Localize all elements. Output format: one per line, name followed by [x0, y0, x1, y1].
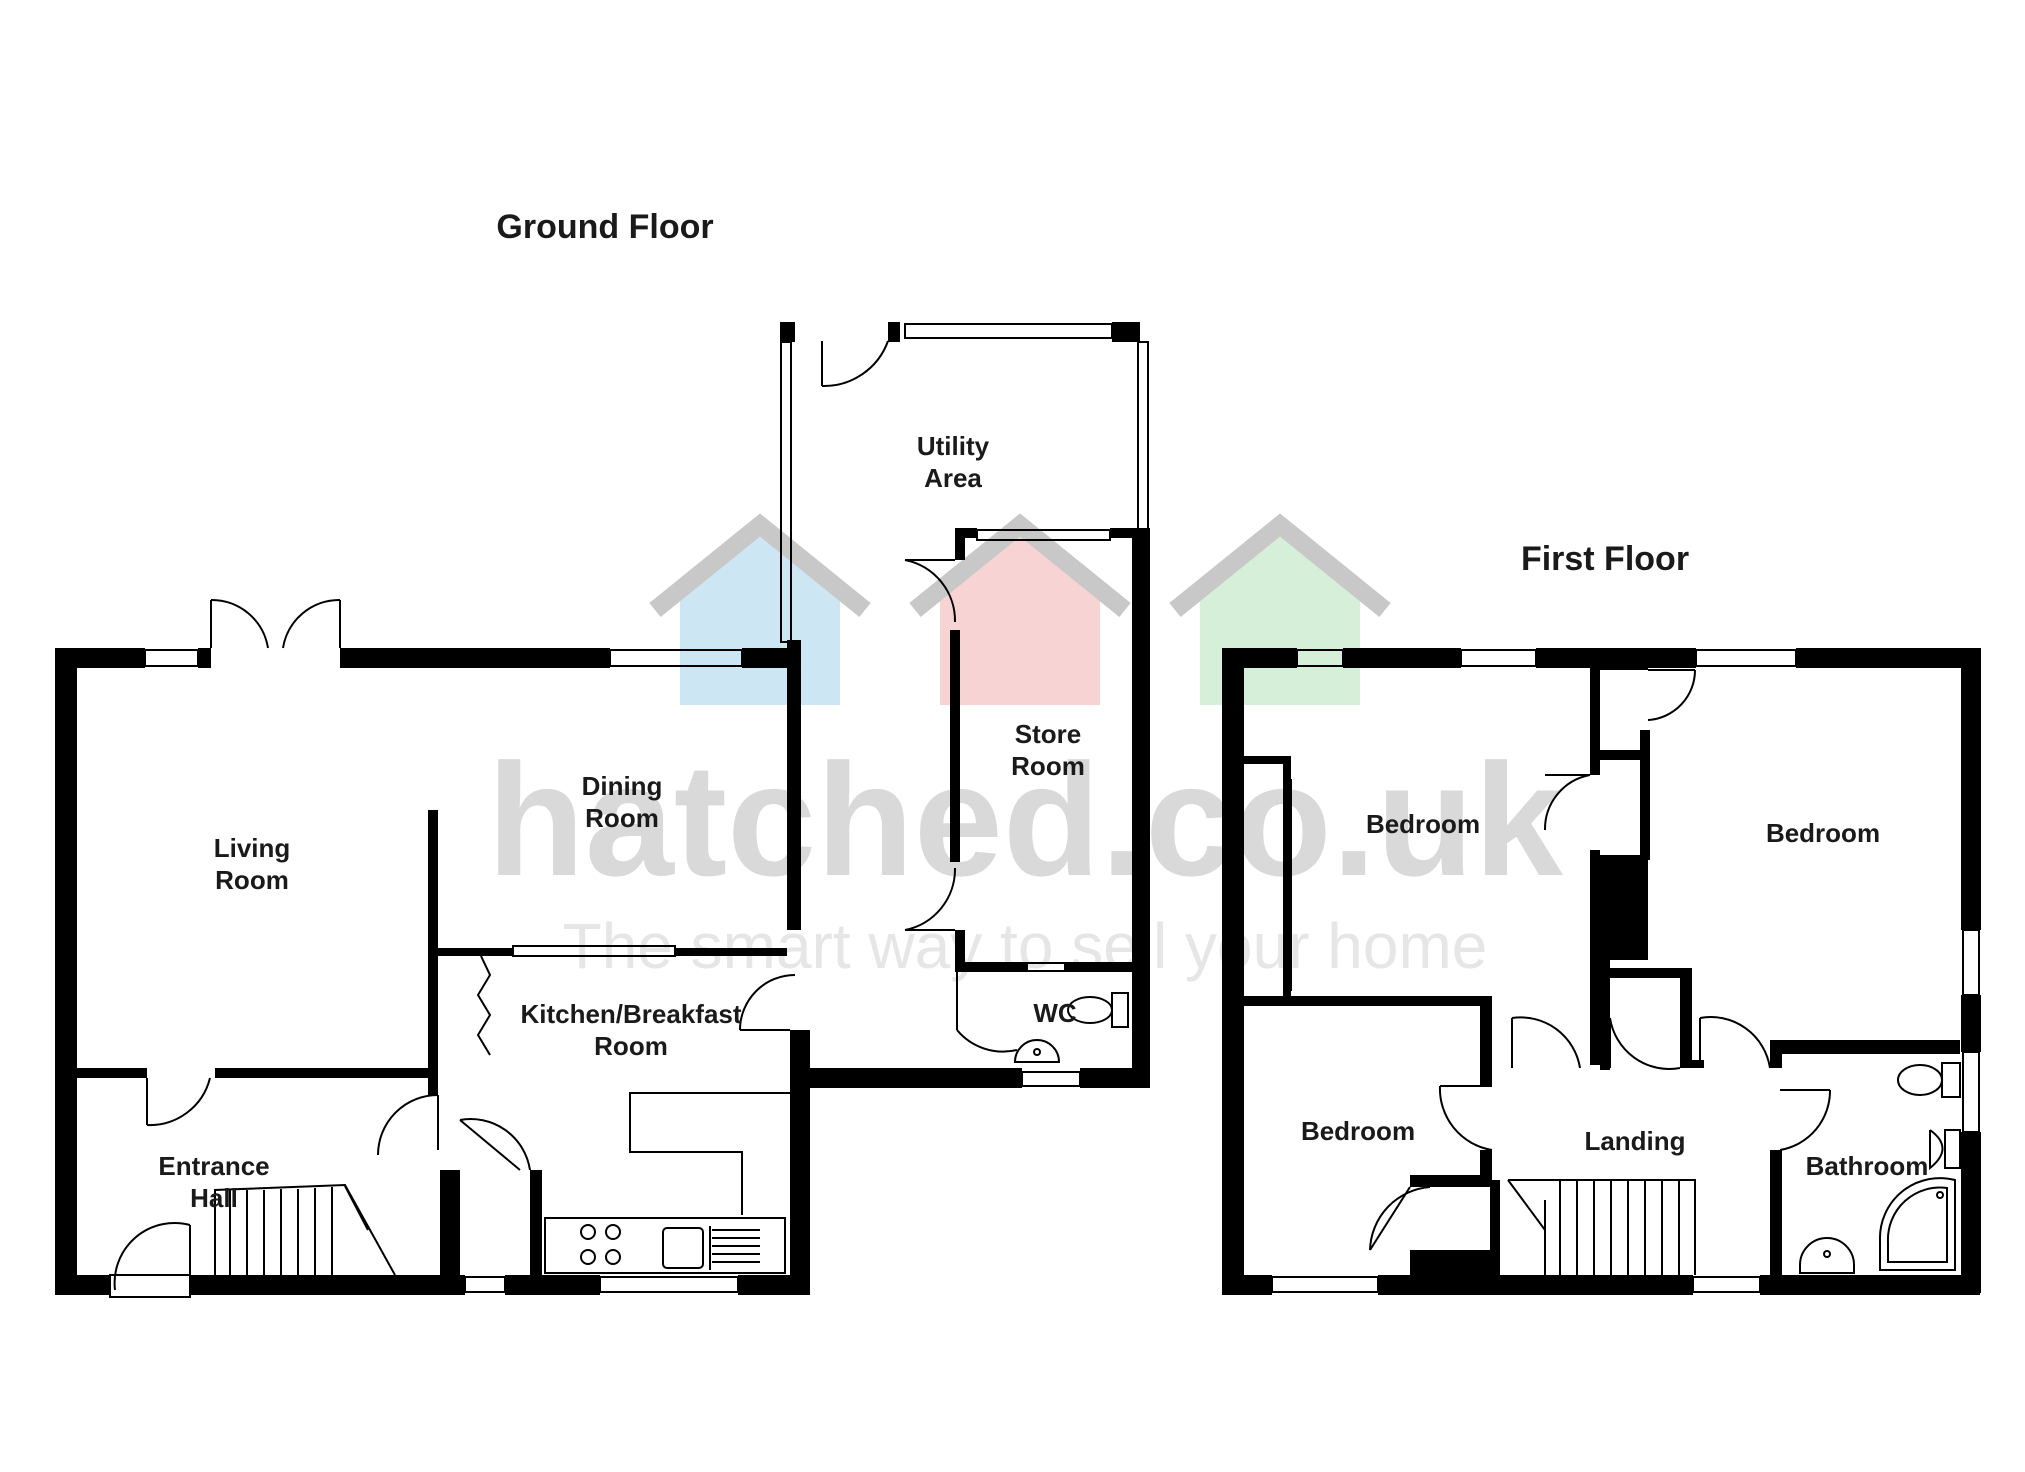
ground-floor-stairs: [214, 1183, 396, 1276]
basin-icon: [1929, 1129, 1961, 1171]
watermark-house-blue-icon: [649, 513, 871, 705]
ground-floor-windows: [144, 323, 1149, 1293]
room-label-entrance-2: Hall: [190, 1183, 238, 1213]
ground-floor-doors: [109, 340, 1018, 1298]
hob-icon: [580, 1224, 621, 1265]
bathroom-fittings: [1799, 1062, 1961, 1274]
room-label-living-1: Living: [214, 833, 291, 863]
watermark-house-red-icon: [909, 513, 1131, 705]
watermark-logo-text: hatched.co.uk: [487, 730, 1564, 909]
kitchen-fittings: [544, 992, 1129, 1274]
basin-icon: [1013, 1039, 1061, 1063]
shower-icon: [1878, 1177, 1956, 1271]
first-floor-windows: [1271, 649, 1980, 1293]
ground-floor-title: Ground Floor: [496, 208, 713, 246]
room-label-utility-2: Area: [924, 463, 982, 493]
watermark-house-green-icon: [1169, 513, 1391, 705]
room-label-kitchen-1: Kitchen/Breakfast: [520, 999, 741, 1029]
first-floor-title: First Floor: [1521, 540, 1689, 578]
ground-floor-walls: [55, 322, 1150, 1295]
room-label-landing: Landing: [1584, 1126, 1685, 1156]
room-label-store-2: Room: [1011, 751, 1085, 781]
room-label-dining-2: Room: [585, 803, 659, 833]
toilet-icon: [1897, 1062, 1961, 1098]
room-label-entrance-1: Entrance: [158, 1151, 269, 1181]
sink-icon: [662, 1226, 760, 1270]
toilet-icon: [1067, 992, 1129, 1028]
room-label-utility-1: Utility: [917, 431, 990, 461]
first-floor-doors: [1369, 669, 1832, 1251]
bath-basin-icon: [1799, 1237, 1855, 1274]
room-label-store-1: Store: [1015, 719, 1081, 749]
first-floor-stairs: [1507, 1179, 1696, 1275]
first-floor-walls: [1222, 648, 1981, 1295]
room-label-bathroom: Bathroom: [1806, 1151, 1929, 1181]
room-label-bedroom-top-left: Bedroom: [1366, 809, 1480, 839]
room-label-living-2: Room: [215, 865, 289, 895]
watermark: hatched.co.uk The smart way to sell your…: [487, 513, 1564, 982]
room-label-dining-1: Dining: [582, 771, 663, 801]
room-label-kitchen-2: Room: [594, 1031, 668, 1061]
room-label-bedroom-bottom-left: Bedroom: [1301, 1116, 1415, 1146]
room-label-bedroom-right: Bedroom: [1766, 818, 1880, 848]
room-label-wc: WC: [1033, 998, 1077, 1028]
